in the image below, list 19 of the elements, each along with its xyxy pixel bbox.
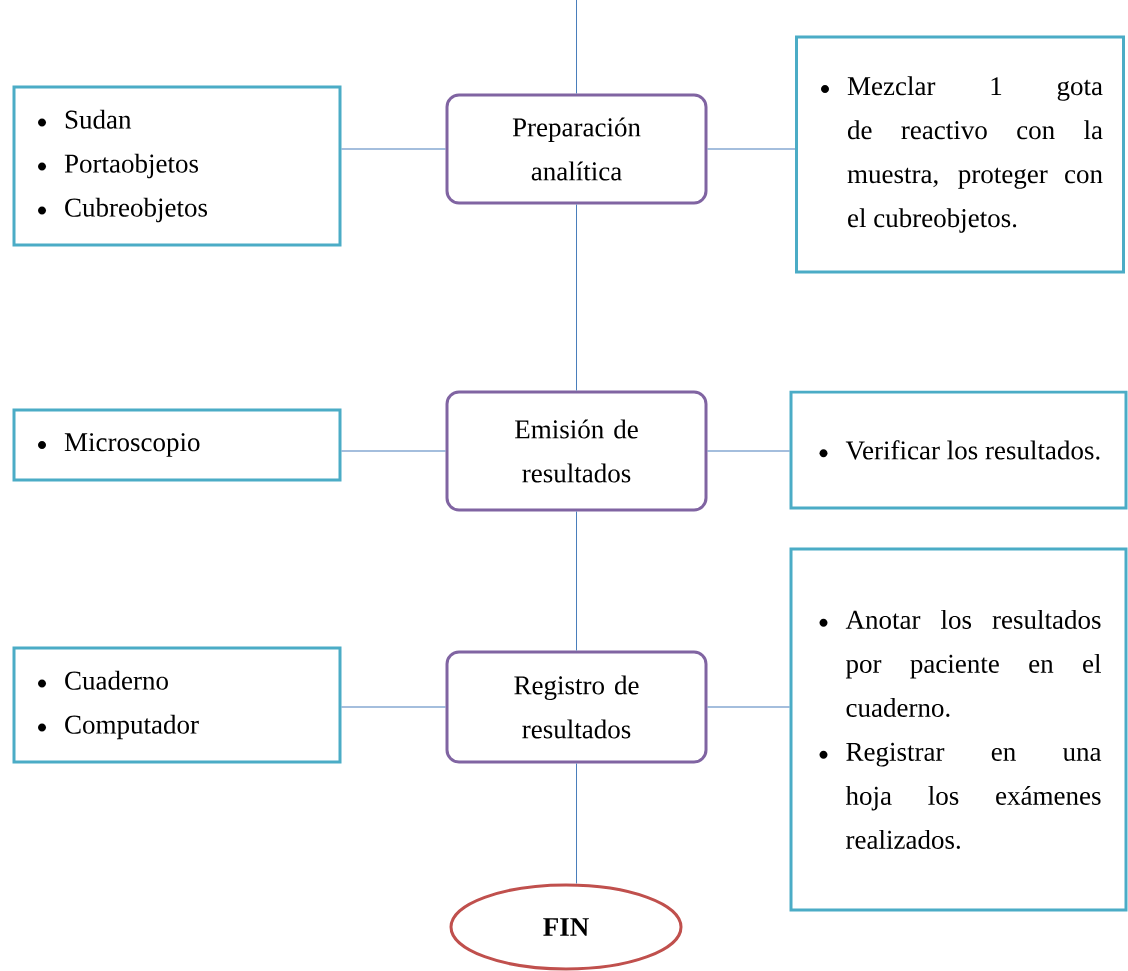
connector-line <box>707 450 790 452</box>
connector-line <box>576 511 577 651</box>
connector-line <box>341 450 446 452</box>
step-box: Mezclar 1 gota de reactivo con la muestra, proteger con el cubreobjetos. <box>795 35 1125 274</box>
connector-line <box>707 148 796 150</box>
connector-line <box>576 0 577 94</box>
process-box: Emisión de resultados <box>445 390 708 512</box>
list-box: Microscopio <box>12 408 342 482</box>
step-box: Anotar los resultados por paciente en el cuaderno. Registrar en una hoja los exámenes realizados. <box>789 547 1128 912</box>
process-box: Registro de resultados <box>445 650 708 764</box>
connector-line <box>576 204 577 391</box>
connector-line <box>576 763 577 884</box>
list-box: Sudan Portaobjetos Cubreobjetos <box>12 85 342 247</box>
connector-line <box>341 148 446 150</box>
list-box: Cuaderno Computador <box>12 646 342 764</box>
connector-line <box>341 706 446 708</box>
step-box: Verificar los resultados. <box>789 390 1128 510</box>
connector-line <box>707 706 790 708</box>
process-box: Preparación analítica <box>445 93 708 205</box>
